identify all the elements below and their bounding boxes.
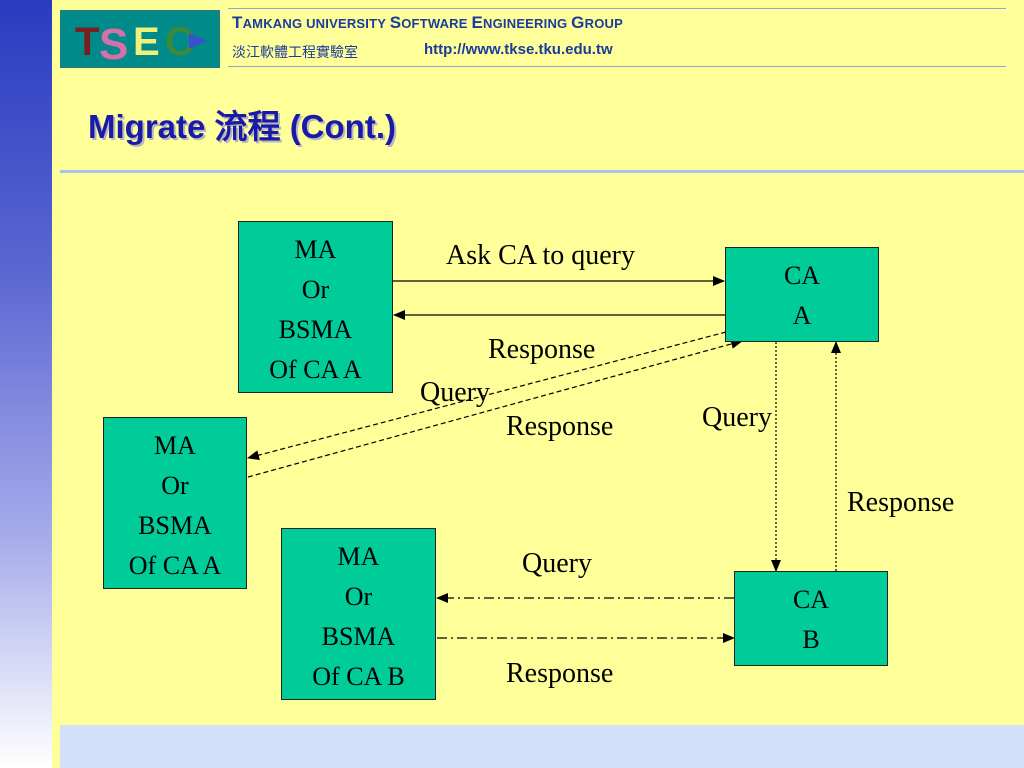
label-query-vertical: Query	[702, 402, 772, 433]
box-line: MA	[294, 235, 337, 264]
title-part: ROUP	[584, 16, 623, 31]
label-response-top: Response	[488, 334, 596, 365]
page-title: Migrate 流程 (Cont.)	[88, 108, 396, 145]
label-response-diag: Response	[506, 411, 614, 442]
box-line: CA	[783, 261, 821, 290]
box-line: Or	[344, 582, 373, 611]
header-top-rule	[228, 8, 1006, 9]
footer-band	[60, 725, 1024, 768]
header-bottom-rule	[228, 66, 1006, 67]
svg-text:E: E	[133, 20, 160, 64]
lab-url[interactable]: http://www.tkse.tku.edu.tw	[424, 41, 613, 58]
box-line: Of CA A	[269, 355, 362, 384]
left-gradient-strip	[0, 0, 52, 768]
label-response-vertical: Response	[847, 487, 955, 518]
tsec-logo: T S E C	[60, 10, 220, 68]
box-line: Or	[301, 275, 330, 304]
title-part: S	[389, 13, 402, 32]
label-query-bottom: Query	[522, 548, 592, 579]
box-line: Of CA B	[312, 662, 405, 691]
title-part: NGINEERING	[483, 16, 572, 31]
title-part: AMKANG UNIVERSITY	[242, 16, 390, 31]
box-line: BSMA	[321, 622, 396, 651]
arrow-response-diag	[247, 339, 743, 478]
svg-text:T: T	[75, 20, 99, 64]
box-line: BSMA	[278, 315, 353, 344]
arrow-query-diag	[247, 331, 727, 461]
title-part: OFTWARE	[401, 16, 472, 31]
lab-name: 淡江軟體工程實驗室	[232, 45, 358, 61]
label-ask-ca: Ask CA to query	[446, 240, 635, 271]
svg-text:S: S	[99, 20, 128, 67]
box-line: BSMA	[138, 511, 212, 540]
box-line: MA	[337, 542, 380, 571]
label-response-bottom: Response	[506, 658, 614, 689]
ca-b-box: CA B	[734, 571, 888, 666]
label-query-diag: Query	[420, 377, 490, 408]
box-line: MA	[154, 431, 196, 460]
ca-a-box: CA A	[725, 247, 879, 342]
title-part: G	[571, 13, 585, 32]
box-line: CA	[792, 585, 830, 614]
title-divider	[60, 170, 1024, 173]
title-part: T	[232, 13, 243, 32]
box-line: B	[802, 625, 820, 654]
box-line: Or	[161, 471, 189, 500]
box-line: A	[792, 301, 812, 330]
title-part: E	[471, 13, 484, 32]
group-title: TAMKANG UNIVERSITY SOFTWARE ENGINEERING …	[232, 13, 623, 33]
box-line: Of CA A	[128, 551, 222, 580]
